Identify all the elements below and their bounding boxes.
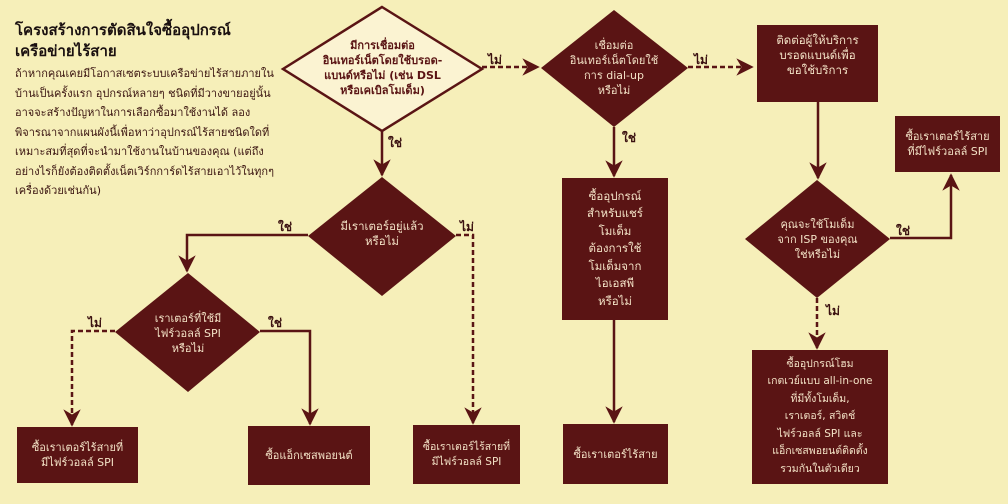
edge-spi-yes	[260, 329, 319, 426]
node-share-modem-text: ซื้ออุปกรณ์ สำหรับแชร์ โมเด็ม ต้องการใช้…	[587, 188, 643, 308]
edge-have-router-yes	[178, 233, 308, 273]
node-dialup-text: เชื่อมต่อ อินเทอร์เน็ตโดยใช้ การ dial-up…	[569, 39, 659, 97]
node-broadband-text: มีการเชื่อมต่อ อินเทอร์เน็ตโดยใช้บรอด- แ…	[322, 39, 443, 97]
label-yes: ใช่	[388, 136, 403, 150]
node-gateway-text: ซื้ออุปกรณ์โฮม เกตเวย์แบบ all-in-one ที่…	[767, 357, 873, 475]
node-router-text: ซื้อเราเตอร์ไร้สาย	[573, 447, 658, 461]
edge-have-router-no	[456, 233, 482, 425]
box-router	[563, 424, 668, 484]
node-have-router-text: มีเราเตอร์อยู่แล้ว หรือไม่	[340, 219, 424, 248]
diamond-router-spi	[115, 273, 260, 392]
diamond-dialup	[541, 10, 688, 127]
box-router-spi-mid	[413, 425, 520, 484]
edge-modem-yes	[890, 173, 960, 240]
edge-spi-no	[63, 329, 115, 427]
box-gateway	[752, 350, 888, 484]
label-yes: ใช่	[896, 224, 911, 238]
intro-paragraph: ถ้าหากคุณเคยมีโอกาสเซตระบบเครือข่ายไร้สา…	[15, 67, 274, 197]
box-router-spi-left	[17, 427, 138, 483]
node-router-spi-mid-text: ซื้อเราเตอร์ไร้สายที่ มีไฟร์วอลล์ SPI	[422, 440, 511, 468]
diamond-isp-modem	[745, 180, 890, 298]
label-no: ไม่	[694, 53, 708, 67]
diamond-have-router	[308, 177, 456, 296]
box-router-spi-right	[895, 116, 1000, 172]
label-no: ไม่	[826, 304, 840, 318]
label-yes: ใช่	[278, 220, 293, 234]
node-router-spi-right-text: ซื้อเราเตอร์ไร้สาย ที่มีไฟร์วอลล์ SPI	[905, 130, 990, 158]
node-router-spi-left-text: ซื้อเราเตอร์ไร้สายที่ มีไฟร์วอลล์ SPI	[31, 441, 124, 469]
node-access-point-text: ซื้อแอ็กเซสพอยนต์	[265, 449, 353, 462]
label-yes: ใช่	[622, 131, 637, 145]
diamond-broadband	[280, 5, 485, 133]
label-no: ไม่	[488, 53, 502, 67]
node-isp-modem-text: คุณจะใช้โมเด็ม จาก ISP ของคุณ ใช่หรือไม่	[777, 217, 858, 261]
box-contact-isp	[757, 25, 878, 102]
label-yes: ใช่	[268, 316, 283, 330]
page-title: โครงสร้างการตัดสินใจซื้ออุปกรณ์ เครือข่า…	[15, 21, 231, 60]
label-no: ไม่	[88, 316, 102, 330]
node-contact-isp-text: ติดต่อผู้ให้บริการ บรอดแบนด์เพื่อ ขอใช้บ…	[776, 32, 859, 77]
box-access-point	[248, 426, 370, 485]
node-router-spi-text: เราเตอร์ที่ใช้มี ไฟร์วอลล์ SPI หรือไม่	[154, 311, 222, 355]
label-no: ไม่	[460, 220, 474, 234]
box-share-modem	[562, 178, 668, 320]
